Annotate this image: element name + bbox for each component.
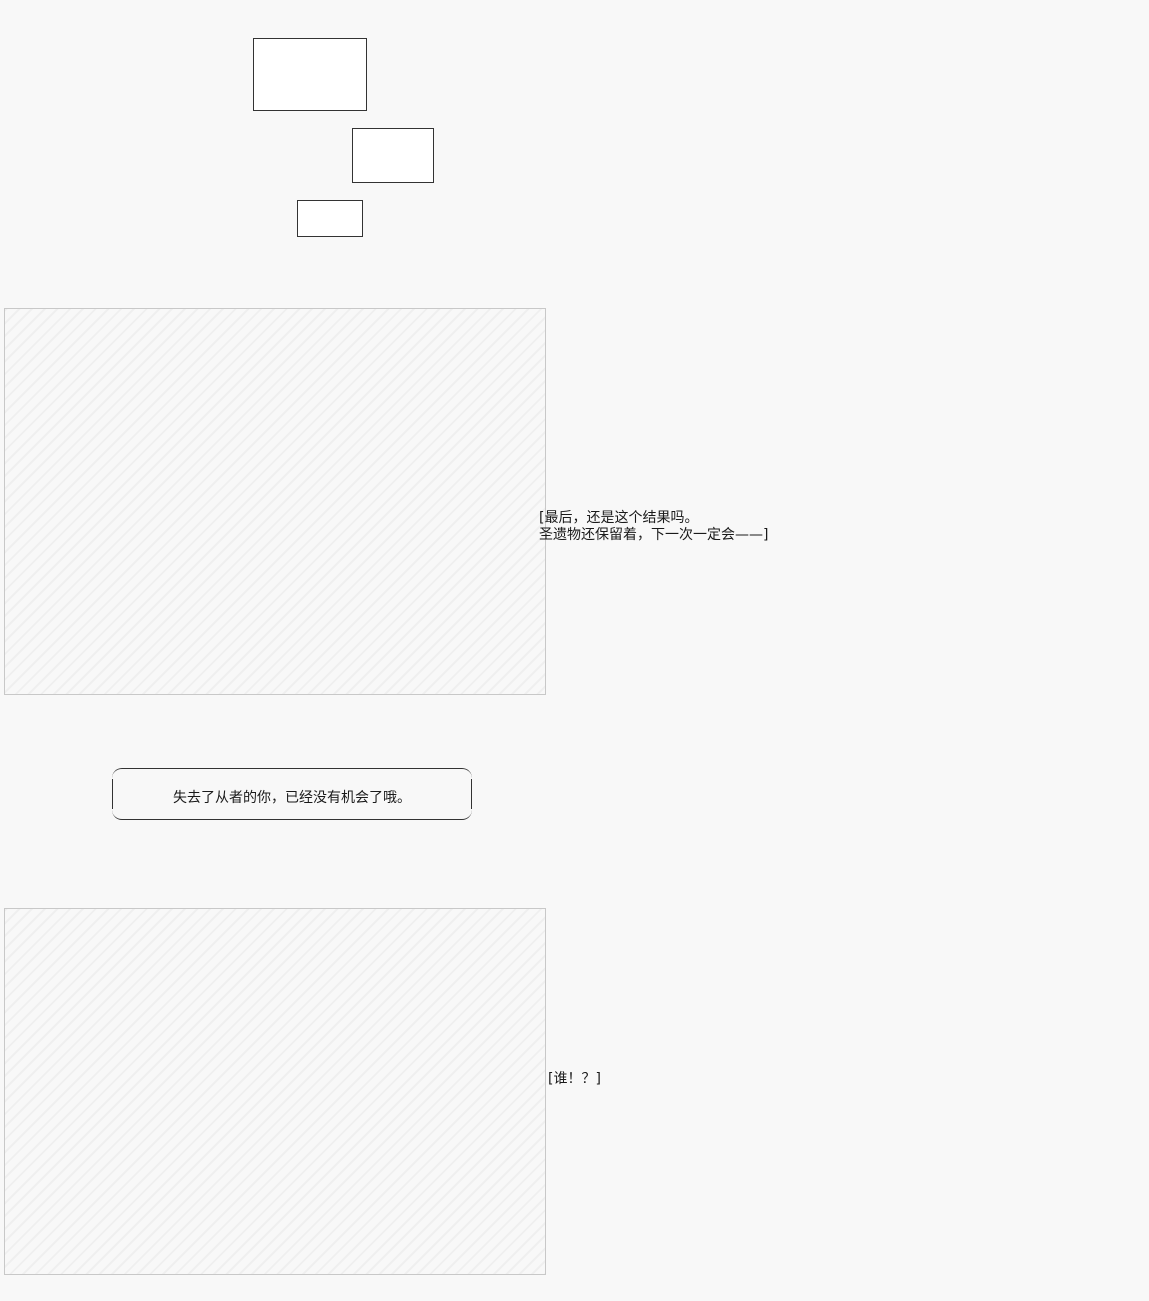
speech-bubble-text: 失去了从者的你，已经没有机会了哦。 — [173, 790, 411, 806]
narration-caption-2: [谁！？] — [548, 1071, 601, 1087]
ascii-art-character-2 — [4, 908, 546, 1275]
speech-bubble: 失去了从者的你，已经没有机会了哦。 — [112, 768, 472, 820]
empty-panel-medium — [352, 128, 434, 183]
ascii-art-character-1 — [4, 308, 546, 695]
narration-caption-1: [最后，还是这个结果吗。 圣遗物还保留着，下一次一定会——] — [539, 510, 769, 543]
empty-panel-large — [253, 38, 367, 111]
empty-panel-small — [297, 200, 363, 237]
